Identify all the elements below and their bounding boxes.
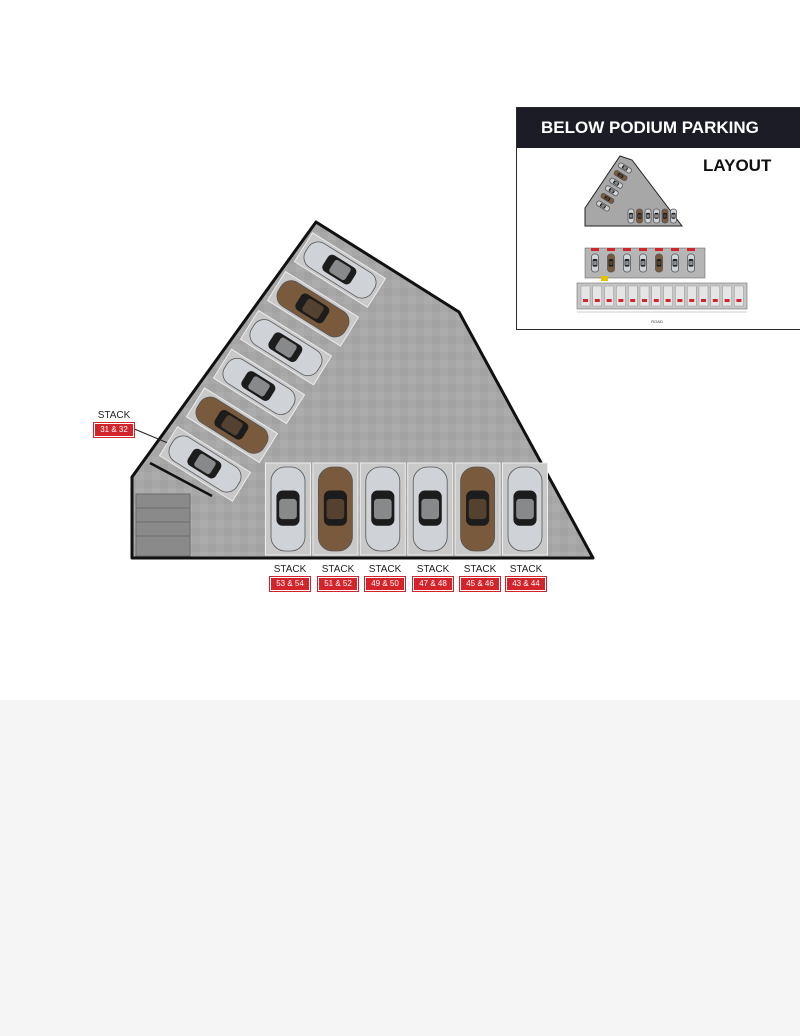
stack-number: 45 & 46: [459, 576, 501, 592]
stack-word: STACK: [416, 564, 450, 575]
mini-lower-slot: [663, 285, 673, 307]
mini-layout-car: [607, 253, 615, 273]
diagonal-car: [222, 357, 296, 415]
diagonal-car: [303, 241, 377, 299]
bottom-car: [412, 466, 448, 552]
mini-stack-tag: [618, 299, 624, 302]
stack-number: 43 & 44: [505, 576, 547, 592]
mini-stack-tag: [607, 248, 615, 251]
layout-legend: BELOW PODIUM PARKING LAYOUT ROAD: [516, 107, 800, 330]
mini-stack-tag: [591, 248, 599, 251]
mini-road-label: ROAD: [651, 319, 663, 324]
diagonal-car: [249, 319, 323, 377]
stack-tag-47-48: STACK 47 & 48: [412, 564, 454, 592]
stack-number: 51 & 52: [317, 576, 359, 592]
bottom-car: [270, 466, 306, 552]
mini-diagonal-car: [596, 200, 610, 212]
stack-tag-43-44: STACK 43 & 44: [505, 564, 547, 592]
stack-tag-49-50: STACK 49 & 50: [364, 564, 406, 592]
mini-lower-slot: [639, 285, 650, 307]
bottom-car: [507, 466, 543, 552]
mini-lower-slot: [651, 285, 662, 307]
footer-band: [0, 700, 800, 1036]
mini-lower-slot: [604, 285, 614, 307]
mini-lower-slot: [710, 285, 721, 307]
mini-layout-car: [655, 253, 663, 273]
mini-diagonal-car: [609, 177, 624, 189]
mini-diagonal-car: [600, 192, 615, 204]
legend-subtitle: LAYOUT: [703, 156, 772, 175]
mini-stack-tag: [583, 299, 588, 302]
mini-layout-car: [639, 253, 647, 273]
mini-stack-tag: [712, 299, 718, 302]
inner-wall: [149, 461, 213, 498]
mini-stack-tag: [606, 299, 612, 302]
mini-layout-car: [623, 253, 631, 273]
mini-stack-tag: [665, 299, 671, 302]
diagonal-car: [276, 280, 350, 338]
mini-bottom-car: [636, 208, 643, 224]
mini-lower-slot: [734, 285, 744, 307]
mini-stack-tag: [671, 248, 679, 251]
stack-word: STACK: [321, 564, 355, 575]
diagonal-car: [195, 396, 269, 454]
mini-stack-tag: [653, 299, 659, 302]
mini-diagonal-car: [604, 185, 619, 197]
bottom-car: [460, 466, 496, 552]
mini-bottom-car: [661, 208, 669, 224]
mini-stack-tag: [639, 248, 647, 251]
mini-stack-tag: [701, 299, 706, 302]
mini-lower-slot: [592, 285, 603, 307]
mini-stack-tag: [630, 299, 636, 302]
mini-stack-tag: [677, 299, 683, 302]
mini-stack-tag: [623, 248, 631, 251]
mini-lower-slot: [722, 285, 732, 307]
bottom-car: [365, 466, 401, 552]
stack-tag-51-52: STACK 51 & 52: [317, 564, 359, 592]
mini-lower-slot: [675, 285, 685, 307]
diagonal-car: [168, 435, 242, 493]
mini-bottom-car: [627, 208, 635, 224]
stack-word: STACK: [368, 564, 402, 575]
mini-stack-tag: [724, 299, 730, 302]
mini-yellow-marker: [601, 276, 608, 281]
mini-diagonal-car: [613, 170, 628, 182]
mini-lower-slot: [698, 285, 709, 307]
mini-layout-car: [687, 253, 695, 273]
mini-lower-slot: [580, 285, 591, 307]
mini-layout-car: [591, 253, 599, 273]
legend-title: BELOW PODIUM PARKING: [517, 108, 800, 148]
legend-mini-map: ROAD: [576, 155, 748, 324]
stair-block: [135, 493, 191, 557]
mini-lower-slot: [616, 285, 626, 307]
stack-tag-53-54: STACK 53 & 54: [269, 564, 311, 592]
mini-stack-tag: [736, 299, 742, 302]
mini-bottom-car: [644, 208, 652, 224]
stack-word: STACK: [509, 564, 543, 575]
mini-stack-tag: [689, 299, 695, 302]
stack-word: STACK: [463, 564, 497, 575]
stack-number: 31 & 32: [93, 422, 135, 438]
parking-floor-plan: [130, 220, 595, 560]
stack-number: 47 & 48: [412, 576, 454, 592]
stack-tag-45-46: STACK 45 & 46: [459, 564, 501, 592]
mini-lower-slot: [686, 285, 697, 307]
mini-lower-block: [576, 282, 748, 310]
mini-stack-tag: [687, 248, 695, 251]
mini-bottom-car: [653, 208, 660, 224]
stack-tag-31-32: STACK 31 & 32: [93, 410, 135, 438]
mini-stack-tag: [594, 299, 600, 302]
bottom-car: [317, 466, 353, 552]
mini-lower-slot: [627, 285, 638, 307]
mini-stack-tag: [655, 248, 663, 251]
stack-number: 53 & 54: [269, 576, 311, 592]
stack-word: STACK: [273, 564, 307, 575]
mini-bottom-car: [670, 208, 677, 224]
stack-word: STACK: [97, 410, 131, 421]
stack-number: 49 & 50: [364, 576, 406, 592]
mini-layout-car: [671, 253, 679, 273]
mini-stack-tag: [642, 299, 647, 302]
mini-diagonal-car: [618, 162, 632, 174]
